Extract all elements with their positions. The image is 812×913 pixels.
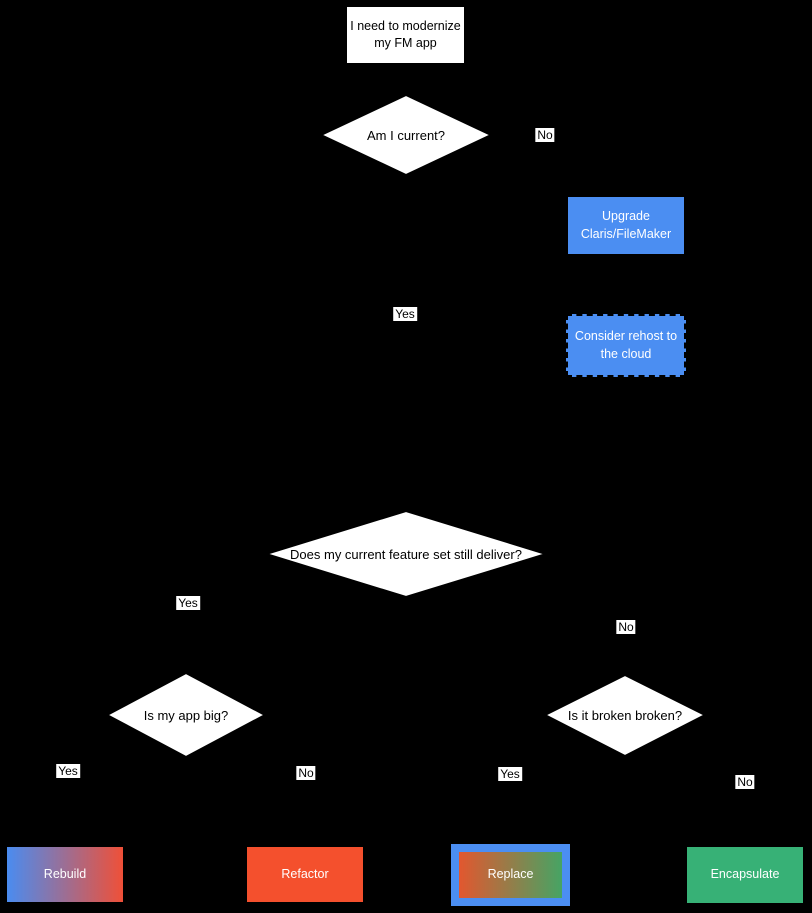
- arrowhead: [401, 501, 411, 510]
- arrowhead: [620, 665, 630, 674]
- node-refactor[interactable]: Refactor: [245, 845, 365, 904]
- edge-label-big-yes: Yes: [56, 764, 80, 778]
- edge-broken-yes: [509, 714, 545, 835]
- decision-broken-label: Is it broken broken?: [567, 708, 683, 723]
- edge-label-current-yes: Yes: [393, 307, 417, 321]
- node-encapsulate[interactable]: Encapsulate: [685, 845, 805, 905]
- node-start-label: I need to modernize my FM app: [350, 18, 461, 51]
- edge-feature-yes: [185, 553, 266, 664]
- arrowhead: [61, 835, 71, 844]
- arrowhead: [505, 834, 515, 843]
- node-rehost-label: Consider rehost to the cloud: [574, 329, 678, 361]
- edge-label-current-no: No: [535, 128, 555, 142]
- node-replace[interactable]: Replace: [451, 844, 570, 906]
- node-start[interactable]: I need to modernize my FM app: [345, 5, 466, 65]
- arrowhead: [181, 663, 191, 672]
- arrowhead: [740, 835, 750, 844]
- node-upgrade-label: Upgrade Claris/FileMaker: [580, 209, 672, 241]
- node-replace-inner: Replace: [459, 852, 562, 898]
- node-rehost[interactable]: Consider rehost to the cloud: [566, 314, 686, 377]
- decision-big-label: Is my app big?: [143, 707, 229, 723]
- edge-big-yes: [65, 714, 107, 836]
- node-refactor-label: Refactor: [281, 866, 329, 881]
- node-upgrade[interactable]: Upgrade Claris/FileMaker: [566, 195, 686, 256]
- node-encapsulate-label: Encapsulate: [710, 867, 780, 882]
- decision-big-shape[interactable]: [104, 671, 268, 759]
- arrowhead: [621, 185, 631, 194]
- edge-big-no: [265, 714, 306, 836]
- decision-current-label: Am I current?: [366, 127, 446, 143]
- decision-feature-shape[interactable]: [262, 509, 550, 599]
- edge-label-feature-no: No: [616, 620, 636, 634]
- edge-rehost-merge: [406, 377, 627, 436]
- decision-broken-shape[interactable]: [542, 673, 708, 758]
- decision-current-shape[interactable]: [318, 93, 494, 177]
- edge-label-feature-yes: Yes: [176, 596, 200, 610]
- arrowhead: [400, 85, 411, 94]
- edge-label-broken-yes: Yes: [498, 767, 522, 781]
- edge-label-broken-no: No: [735, 775, 755, 789]
- node-replace-label: Replace: [487, 867, 534, 882]
- node-rebuild[interactable]: Rebuild: [5, 845, 125, 904]
- edge-label-big-no: No: [296, 766, 316, 780]
- edge-broken-no: [705, 714, 746, 836]
- decision-feature-label: Does my current feature set still delive…: [290, 546, 522, 562]
- edge-feature-no: [546, 553, 626, 666]
- edge-current-no: [491, 134, 627, 186]
- arrowhead: [621, 304, 631, 313]
- node-rebuild-label: Rebuild: [43, 866, 87, 881]
- arrowhead: [300, 835, 310, 844]
